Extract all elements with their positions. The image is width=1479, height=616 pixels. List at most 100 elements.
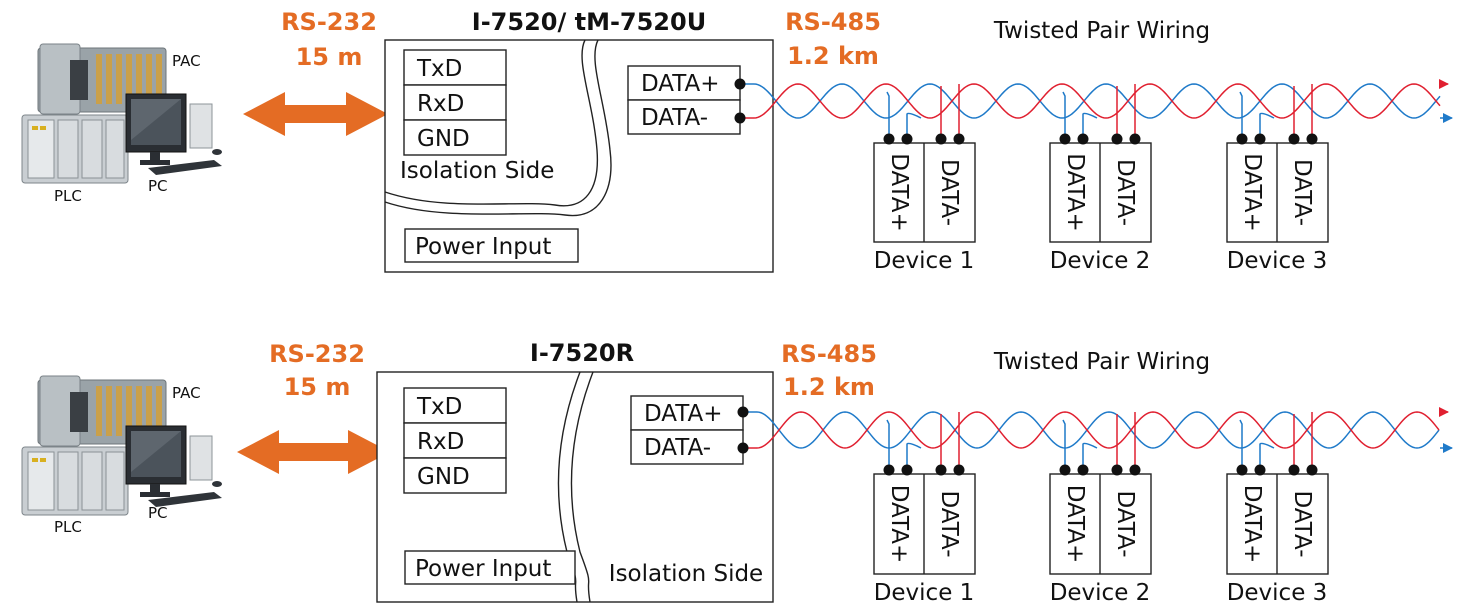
terminal-dot-icon xyxy=(737,442,749,454)
rs485-label: RS-485 xyxy=(781,340,877,368)
rs485-pin-label: DATA+ xyxy=(644,401,723,427)
pin-cell xyxy=(403,457,507,494)
tap-wire xyxy=(1082,442,1098,470)
tap-wire xyxy=(1062,91,1066,139)
terminal-dot-icon xyxy=(1129,464,1141,476)
terminal-dot-icon xyxy=(1077,464,1089,476)
terminal-dot-icon xyxy=(901,464,913,476)
terminal-dot-icon xyxy=(734,112,746,124)
device-3: DATA+ DATA- Device 3 xyxy=(1226,84,1329,274)
terminal-dot-icon xyxy=(1306,464,1318,476)
terminal-dot-icon xyxy=(935,133,947,145)
tap-wire xyxy=(1239,419,1243,470)
pc-label: PC xyxy=(148,504,168,522)
tap-wire xyxy=(906,112,922,139)
pin-label-txd: TxD xyxy=(416,56,462,82)
device-data-minus-label: DATA- xyxy=(1112,159,1138,226)
rs485-pin-label: DATA- xyxy=(644,435,711,461)
wire-negative xyxy=(753,83,1441,119)
terminal-dot-icon xyxy=(734,78,746,90)
wire-negative xyxy=(756,411,1440,449)
double-arrow-icon xyxy=(237,430,390,474)
twisted-pair-label: Twisted Pair Wiring xyxy=(993,18,1210,44)
pin-label-gnd: GND xyxy=(417,126,470,152)
tap-wire xyxy=(906,442,922,470)
rs485-pin-label: DATA- xyxy=(641,105,708,131)
pin-cell xyxy=(403,119,507,156)
power-input-box xyxy=(404,550,576,585)
converter-title: I-7520R xyxy=(530,339,634,367)
device-data-minus-label: DATA- xyxy=(1289,159,1315,226)
pin-label-rxd: RxD xyxy=(417,429,464,455)
pin-cell xyxy=(630,395,744,431)
terminal-dot-icon xyxy=(883,133,895,145)
device-data-plus-label: DATA+ xyxy=(1062,485,1088,564)
isolation-divider-2 xyxy=(570,371,594,603)
terminal-dot-icon xyxy=(901,133,913,145)
device-data-plus-label: DATA+ xyxy=(886,485,912,564)
power-input-label: Power Input xyxy=(415,234,551,260)
tap-wire xyxy=(886,419,890,470)
wire-positive xyxy=(756,411,1440,449)
pin-cell xyxy=(403,84,507,121)
rs485-pin-label: DATA+ xyxy=(641,71,720,97)
tap-wire xyxy=(886,91,890,139)
terminal-dot-icon xyxy=(1254,133,1266,145)
terminal-dot-icon xyxy=(935,464,947,476)
tap-wire xyxy=(1239,91,1243,139)
tap-wire xyxy=(1062,419,1066,470)
terminal-dot-icon xyxy=(1129,133,1141,145)
device-3: DATA+DATA-Device 3 xyxy=(1226,412,1329,606)
device-data-plus-label: DATA+ xyxy=(1239,153,1265,232)
rs485-label: RS-485 xyxy=(785,8,881,36)
pac-label: PAC xyxy=(172,52,201,70)
pin-cell xyxy=(627,99,741,135)
device-data-minus-label: DATA- xyxy=(936,490,962,557)
terminal-dot-icon xyxy=(1288,133,1300,145)
terminal-dot-icon xyxy=(1059,133,1071,145)
device-2: DATA+ DATA- Device 2 xyxy=(1049,412,1152,606)
terminal-dot-icon xyxy=(953,133,965,145)
terminal-dot-icon xyxy=(1077,133,1089,145)
pin-cell xyxy=(630,429,744,465)
wire-positive xyxy=(753,83,1441,119)
pac-label: PAC xyxy=(172,384,201,402)
tap-wire xyxy=(1082,112,1098,139)
power-input-label: Power Input xyxy=(415,556,551,582)
terminal-dot-icon xyxy=(1236,133,1248,145)
rs485-distance: 1.2 km xyxy=(787,42,879,70)
plc-label: PLC xyxy=(54,187,82,205)
device-data-minus-label: DATA- xyxy=(1289,490,1315,557)
device-1: DATA+ DATA- Device 1 xyxy=(873,412,976,606)
device-name: Device 2 xyxy=(1050,248,1151,274)
pin-cell xyxy=(403,49,507,86)
isolation-divider xyxy=(384,39,599,207)
tap-wire xyxy=(1259,112,1275,139)
terminal-dot-icon xyxy=(1306,133,1318,145)
pin-cell xyxy=(403,387,507,424)
pin-label-gnd: GND xyxy=(417,464,470,490)
pin-label-txd: TxD xyxy=(416,394,462,420)
terminal-dot-icon xyxy=(1288,464,1300,476)
plc-label: PLC xyxy=(54,518,82,536)
device-name: Device 1 xyxy=(874,580,975,606)
device-data-plus-label: DATA+ xyxy=(1062,153,1088,232)
device-name: Device 3 xyxy=(1227,248,1328,274)
device-data-plus-label: DATA+ xyxy=(886,153,912,232)
terminal-dot-icon xyxy=(1059,464,1071,476)
isolation-side-label: Isolation Side xyxy=(400,158,554,184)
terminal-dot-icon xyxy=(1111,464,1123,476)
isolation-side-label: Isolation Side xyxy=(609,561,763,587)
terminal-dot-icon xyxy=(1254,464,1266,476)
rs232-label: RS-232 xyxy=(281,8,377,36)
device-data-minus-label: DATA- xyxy=(1112,490,1138,557)
terminal-dot-icon xyxy=(953,464,965,476)
twisted-pair-label: Twisted Pair Wiring xyxy=(993,349,1210,375)
device-name: Device 2 xyxy=(1050,580,1151,606)
pin-label-rxd: RxD xyxy=(417,91,464,117)
device-2: DATA+ DATA- Device 2 xyxy=(1049,84,1152,274)
device-data-plus-label: DATA+ xyxy=(1239,485,1265,564)
